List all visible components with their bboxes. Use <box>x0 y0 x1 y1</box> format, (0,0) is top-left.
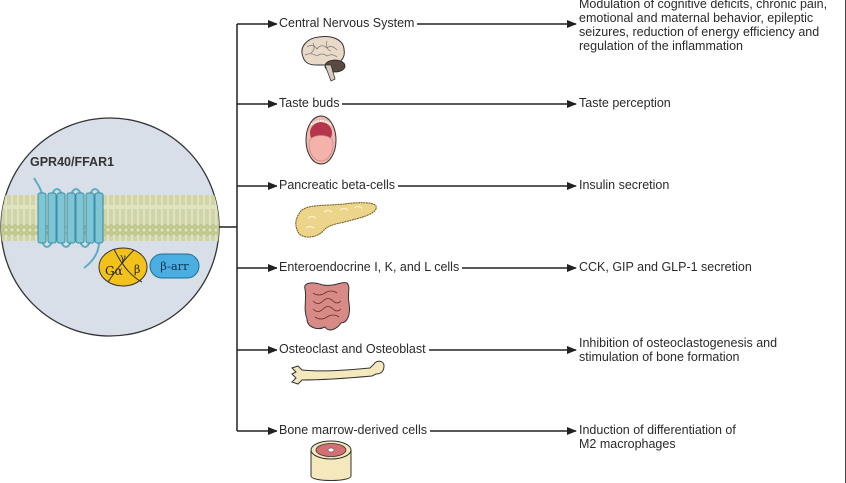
g-gamma-label: γ <box>120 253 126 264</box>
g-protein-icon: Gα γ β <box>98 247 148 287</box>
connector-lines <box>219 24 238 431</box>
outcome-text: Taste perception <box>579 96 671 110</box>
brain-icon <box>301 36 346 82</box>
target-label: Bone marrow-derived cells <box>277 423 430 437</box>
g-alpha-label: Gα <box>105 264 123 278</box>
bone-marrow-icon <box>310 440 352 481</box>
outcome-line: stimulation of bone formation <box>579 350 740 364</box>
bone-icon <box>291 360 385 385</box>
gpcr-receptor-icon <box>33 177 104 269</box>
target-label: Central Nervous System <box>277 16 418 30</box>
target-label: Taste buds <box>277 96 343 110</box>
outcome-line: Insulin secretion <box>579 178 670 192</box>
target-label: Enteroendocrine I, K, and L cells <box>277 260 463 274</box>
intestine-icon <box>304 282 350 331</box>
outcome-line: Inhibition of osteoclastogenesis and <box>579 336 778 350</box>
receptor-title: GPR40/FFAR1 <box>30 155 115 169</box>
target-label: Pancreatic beta-cells <box>277 178 399 192</box>
receptor-panel: Gα γ β β-arr <box>0 117 220 337</box>
outcome-line: Taste perception <box>579 96 671 110</box>
outcome-line: regulation of the inflammation <box>579 39 743 53</box>
outcome-text: Modulation of cognitive deficits, chroni… <box>579 0 827 53</box>
pancreas-icon <box>295 202 377 238</box>
outcome-line: Induction of differentiation of <box>579 423 736 437</box>
outcome-line: emotional and maternal behavior, epilept… <box>579 11 814 25</box>
outcome-line: seizures, reduction of energy efficiency… <box>579 25 820 39</box>
target-label: Osteoclast and Osteoblast <box>277 342 429 356</box>
cell-membrane <box>1 195 219 241</box>
outcome-line: Modulation of cognitive deficits, chroni… <box>579 0 828 11</box>
outcome-line: CCK, GIP and GLP-1 secretion <box>579 260 752 274</box>
beta-arrestin-icon: β-arr <box>149 253 200 279</box>
g-beta-label: β <box>134 263 140 276</box>
outcome-line: M2 macrophages <box>579 437 676 451</box>
outcome-text: CCK, GIP and GLP-1 secretion <box>579 260 752 274</box>
mouth-icon <box>305 115 337 165</box>
beta-arrestin-label: β-arr <box>160 259 189 273</box>
outcome-text: Insulin secretion <box>579 178 669 192</box>
